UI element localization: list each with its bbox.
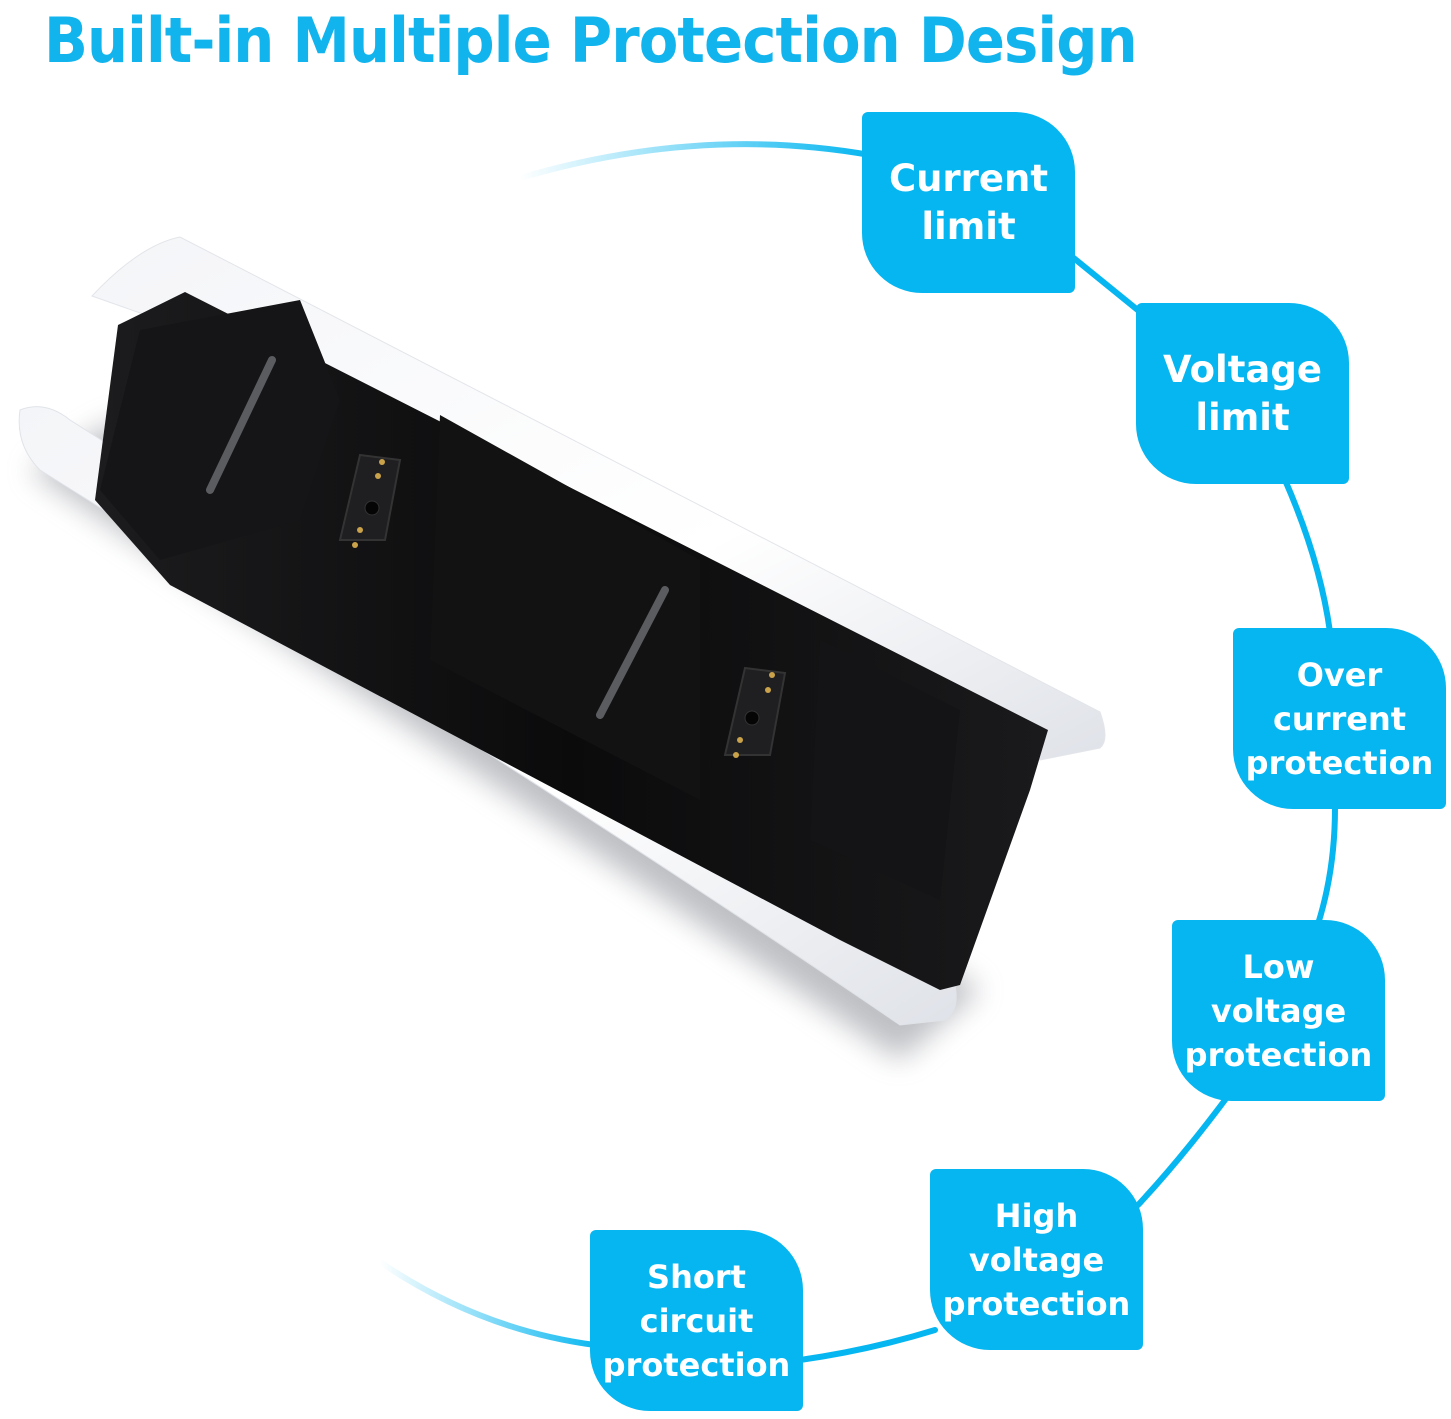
feature-label-line: limit bbox=[1195, 395, 1290, 439]
charging-dock-image bbox=[18, 236, 1106, 1060]
feature-label-line: protection bbox=[1245, 743, 1434, 782]
feature-label-line: voltage bbox=[968, 1240, 1105, 1279]
feature-current-limit: Current limit bbox=[862, 112, 1075, 293]
feature-label-line: Low bbox=[1242, 947, 1315, 986]
feature-label-line: protection bbox=[1184, 1035, 1373, 1074]
feature-low-voltage-protection: Low voltage protection bbox=[1172, 920, 1385, 1101]
feature-label-line: current bbox=[1272, 699, 1407, 738]
feature-short-circuit-protection: Short circuit protection bbox=[590, 1230, 803, 1411]
feature-high-voltage-protection: High voltage protection bbox=[930, 1169, 1143, 1350]
feature-label-line: voltage bbox=[1210, 991, 1347, 1030]
feature-label-line: limit bbox=[921, 204, 1016, 248]
feature-label-line: Short bbox=[647, 1257, 746, 1296]
feature-label-line: Current bbox=[888, 156, 1049, 200]
charging-connector-right bbox=[723, 666, 787, 758]
feature-label-line: Voltage bbox=[1163, 347, 1322, 391]
feature-over-current-protection: Over current protection bbox=[1233, 628, 1446, 809]
feature-label-line: Over bbox=[1296, 655, 1383, 694]
page-title: Built-in Multiple Protection Design bbox=[44, 4, 1138, 77]
connector-arc bbox=[377, 141, 1338, 1363]
charging-connector-left bbox=[338, 453, 402, 548]
feature-label-line: circuit bbox=[639, 1301, 754, 1340]
feature-label-line: High bbox=[994, 1196, 1079, 1235]
feature-voltage-limit: Voltage limit bbox=[1136, 303, 1349, 484]
feature-label-line: protection bbox=[942, 1284, 1131, 1323]
feature-label-line: protection bbox=[602, 1345, 791, 1384]
